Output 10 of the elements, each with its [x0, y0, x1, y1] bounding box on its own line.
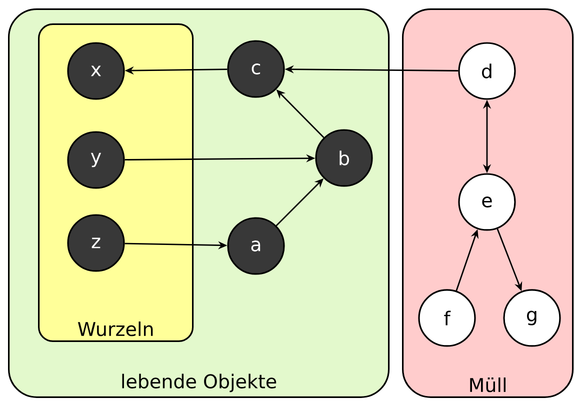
circle-node: f — [418, 289, 476, 347]
circle-node: g — [503, 289, 561, 347]
circle-node: a — [227, 217, 285, 275]
circle-node: b — [315, 129, 373, 187]
circle-node: d — [458, 42, 516, 100]
circle-node: x — [67, 42, 125, 100]
circle-node: c — [227, 40, 285, 98]
circle-node: y — [67, 131, 125, 189]
circle-node: z — [67, 214, 125, 272]
circle-node: e — [458, 173, 516, 231]
